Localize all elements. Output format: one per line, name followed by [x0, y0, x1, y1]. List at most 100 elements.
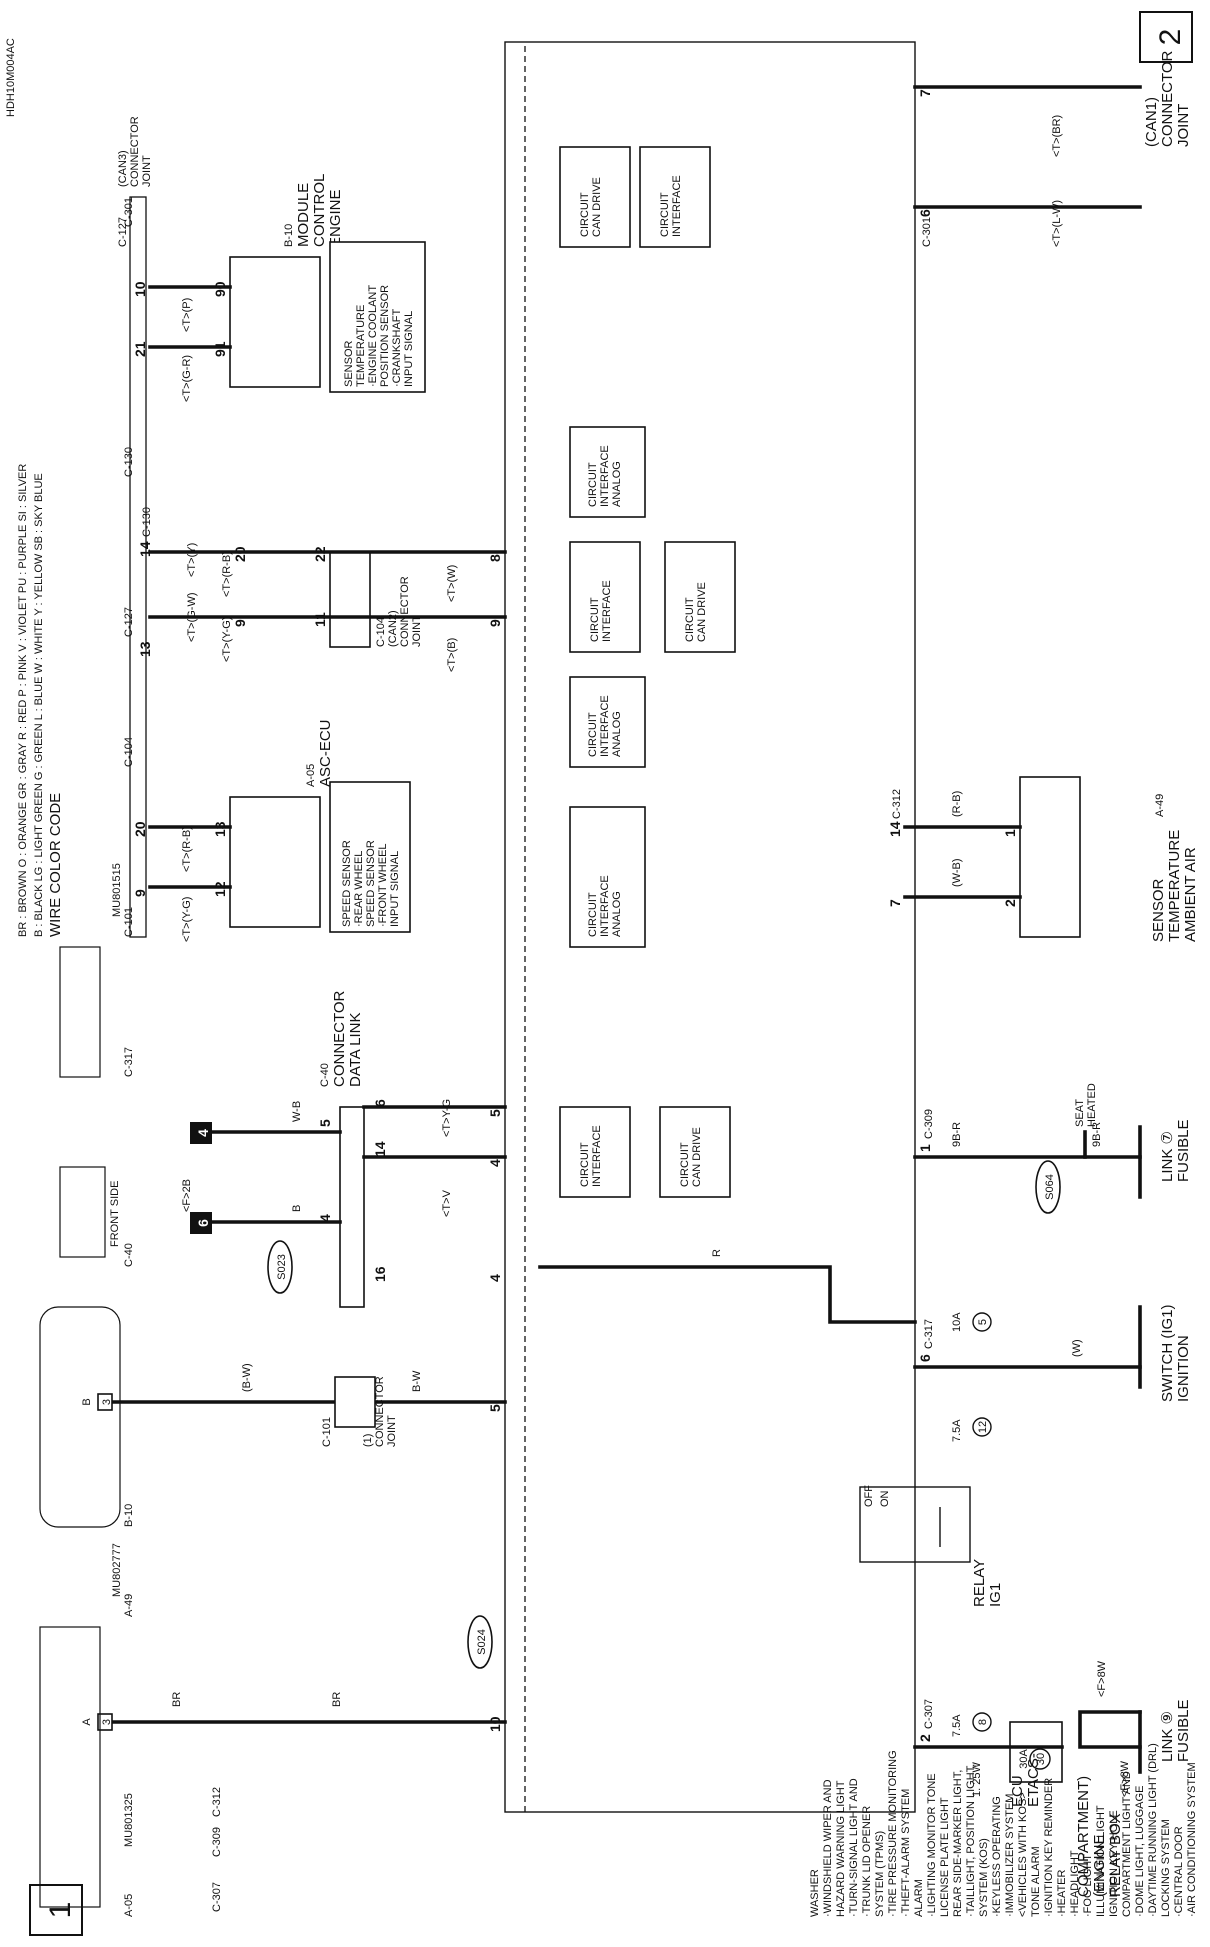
- svg-text:(W): (W): [1071, 1339, 1083, 1357]
- svg-text:TEMPERATURE: TEMPERATURE: [355, 305, 367, 387]
- system-list-item: COMPARTMENT LIGHT AND: [1121, 1771, 1133, 1917]
- pin-c309-1: 1: [917, 1144, 933, 1152]
- svg-text:OFF: OFF: [863, 1485, 875, 1507]
- svg-text:CONTROL: CONTROL: [311, 174, 328, 247]
- svg-text:WIRE COLOR CODE: WIRE COLOR CODE: [47, 793, 64, 937]
- svg-text:ANALOG: ANALOG: [611, 711, 623, 757]
- svg-text:S023: S023: [276, 1254, 288, 1280]
- svg-text:A-05: A-05: [305, 764, 317, 787]
- svg-text:<T>(BR): <T>(BR): [1051, 115, 1063, 157]
- svg-text:20: 20: [232, 546, 248, 562]
- svg-text:<T>(Y-G): <T>(Y-G): [221, 617, 233, 662]
- system-list-item: ·THEFT-ALARM SYSTEM: [900, 1789, 912, 1917]
- svg-text:INPUT SIGNAL: INPUT SIGNAL: [403, 311, 415, 387]
- system-list-item: TONE ALARM: [1030, 1846, 1042, 1917]
- svg-text:INTERFACE: INTERFACE: [671, 175, 683, 237]
- svg-text:S024: S024: [476, 1629, 488, 1655]
- can-drive-circuit-1: [659, 1106, 731, 1198]
- connector-views: A-05 MU801325 A-49 MU802777 B-10 C-40 FR…: [39, 197, 223, 1917]
- svg-text:7: 7: [917, 89, 933, 97]
- svg-text:SWITCH (IG1): SWITCH (IG1): [1159, 1305, 1176, 1403]
- svg-text:MU802777: MU802777: [111, 1543, 123, 1597]
- ground-6-box: [190, 1212, 212, 1234]
- engine-control-module: ENGINE CONTROL MODULE B-10: [229, 174, 344, 388]
- svg-text:JOINT: JOINT: [386, 1415, 398, 1447]
- svg-text:(R-B): (R-B): [951, 791, 963, 817]
- svg-text:CIRCUIT: CIRCUIT: [684, 597, 696, 642]
- svg-text:B-10: B-10: [283, 224, 295, 247]
- svg-text:90: 90: [212, 281, 228, 297]
- asc-ecu: ASC-ECU A-05: [229, 719, 334, 928]
- fuse-12: 12 7.5A: [951, 1417, 992, 1442]
- svg-text:B-10: B-10: [123, 1504, 135, 1527]
- system-list-item: ·LIGHTING MONITOR TONE: [926, 1773, 938, 1917]
- svg-text:B : BLACK LG : LIGHT GREEN: B : BLACK LG : LIGHT GREEN G : GREEN L :…: [33, 473, 45, 937]
- svg-text:C-301: C-301: [123, 197, 135, 227]
- svg-text:9: 9: [132, 889, 148, 897]
- svg-text:C-301: C-301: [921, 217, 933, 247]
- svg-text:CAN DRIVE: CAN DRIVE: [696, 582, 708, 642]
- svg-text:SPEED SENSOR: SPEED SENSOR: [365, 840, 377, 927]
- system-list-item: REAR SIDE-MARKER LIGHT,: [952, 1770, 964, 1917]
- svg-text:10: 10: [132, 281, 148, 297]
- wire-color-code: WIRE COLOR CODE B : BLACK LG : LIGHT GRE…: [17, 464, 64, 937]
- svg-text:·CRANKSHAFT: ·CRANKSHAFT: [391, 308, 403, 387]
- svg-text:14: 14: [887, 821, 903, 837]
- svg-text:BR: BR: [331, 1692, 343, 1707]
- svg-text:21: 21: [132, 341, 148, 357]
- svg-text:3: 3: [101, 1399, 113, 1405]
- joint-connector-can2: [329, 551, 371, 648]
- svg-text:LINK ⑨: LINK ⑨: [1159, 1711, 1176, 1762]
- ambient-sensor: AMBIENT AIR TEMPERATURE SENSOR A-49: [1019, 776, 1199, 942]
- svg-text:16: 16: [372, 1266, 388, 1282]
- fuse-5: 5 10A: [951, 1312, 992, 1332]
- svg-text:C-101: C-101: [123, 907, 135, 937]
- conn-c317: C-317: [923, 1319, 935, 1349]
- svg-text:CONNECTOR: CONNECTOR: [374, 1376, 386, 1447]
- svg-text:CONNECTOR: CONNECTOR: [1159, 50, 1176, 147]
- svg-text:(1): (1): [362, 1434, 374, 1447]
- pin-c307-2: 2: [917, 1734, 933, 1742]
- page-box-2: [1139, 11, 1193, 63]
- page-number-bottom: 2: [1154, 29, 1187, 46]
- system-list-item: ·IMMOBILIZER SYSTEM: [1004, 1794, 1016, 1917]
- system-list-item: ·DOME LIGHT, LUGGAGE: [1134, 1786, 1146, 1917]
- svg-text:INTERFACE: INTERFACE: [599, 875, 611, 937]
- drawing-code: HDH10M004AC: [5, 38, 17, 117]
- analog-interface-2: [569, 676, 646, 768]
- interface-circuit-1: [559, 1106, 631, 1198]
- svg-text:W-B: W-B: [291, 1101, 303, 1122]
- svg-text:9: 9: [487, 619, 503, 627]
- joint-connector-1: [334, 1376, 376, 1428]
- svg-text:13: 13: [137, 641, 153, 657]
- system-list-item: SYSTEM (TPMS): [874, 1831, 886, 1917]
- system-list-item: ·IGNITION KEY REMINDER: [1043, 1778, 1055, 1917]
- svg-text:4: 4: [487, 1159, 503, 1167]
- fuse-8: 8 7.5A: [951, 1712, 992, 1737]
- svg-text:C-312: C-312: [891, 789, 903, 819]
- svg-text:CIRCUIT: CIRCUIT: [589, 597, 601, 642]
- system-list-item: WASHER: [809, 1869, 821, 1917]
- svg-text:BR : BROWN O : ORANGE GR :: BR : BROWN O : ORANGE GR : GRAY R : RED …: [17, 464, 29, 937]
- svg-text:A-05: A-05: [123, 1894, 135, 1917]
- svg-text:11: 11: [312, 612, 328, 627]
- svg-text:C-130: C-130: [123, 447, 135, 477]
- svg-text:A-49: A-49: [123, 1594, 135, 1617]
- svg-text:BR: BR: [171, 1692, 183, 1707]
- svg-text:C-317: C-317: [123, 1047, 135, 1077]
- svg-text:<T>(R-B): <T>(R-B): [181, 826, 193, 872]
- system-list-item: ·DAYTIME RUNNING LIGHT (DRL): [1147, 1743, 1159, 1917]
- fusible-link-36: FUSIBLE LINK ⑨: [1159, 1699, 1192, 1762]
- interface-circuit-3: [639, 146, 711, 248]
- svg-text:4: 4: [195, 1129, 211, 1137]
- svg-text:MU801325: MU801325: [123, 1793, 135, 1847]
- svg-text:10: 10: [487, 1716, 503, 1732]
- svg-text:IG1: IG1: [987, 1583, 1004, 1607]
- svg-text:RELAY BOX: RELAY BOX: [1107, 1813, 1124, 1897]
- ig1-relay: IG1 RELAY ON OFF: [859, 1485, 1004, 1607]
- svg-text:(B-W): (B-W): [241, 1363, 253, 1392]
- svg-text:CIRCUIT: CIRCUIT: [587, 462, 599, 507]
- system-list-item: ·TURN-SIGNAL LIGHT AND: [848, 1778, 860, 1917]
- system-list-item: ·TAILLIGHT, POSITION LIGHT,: [965, 1764, 977, 1917]
